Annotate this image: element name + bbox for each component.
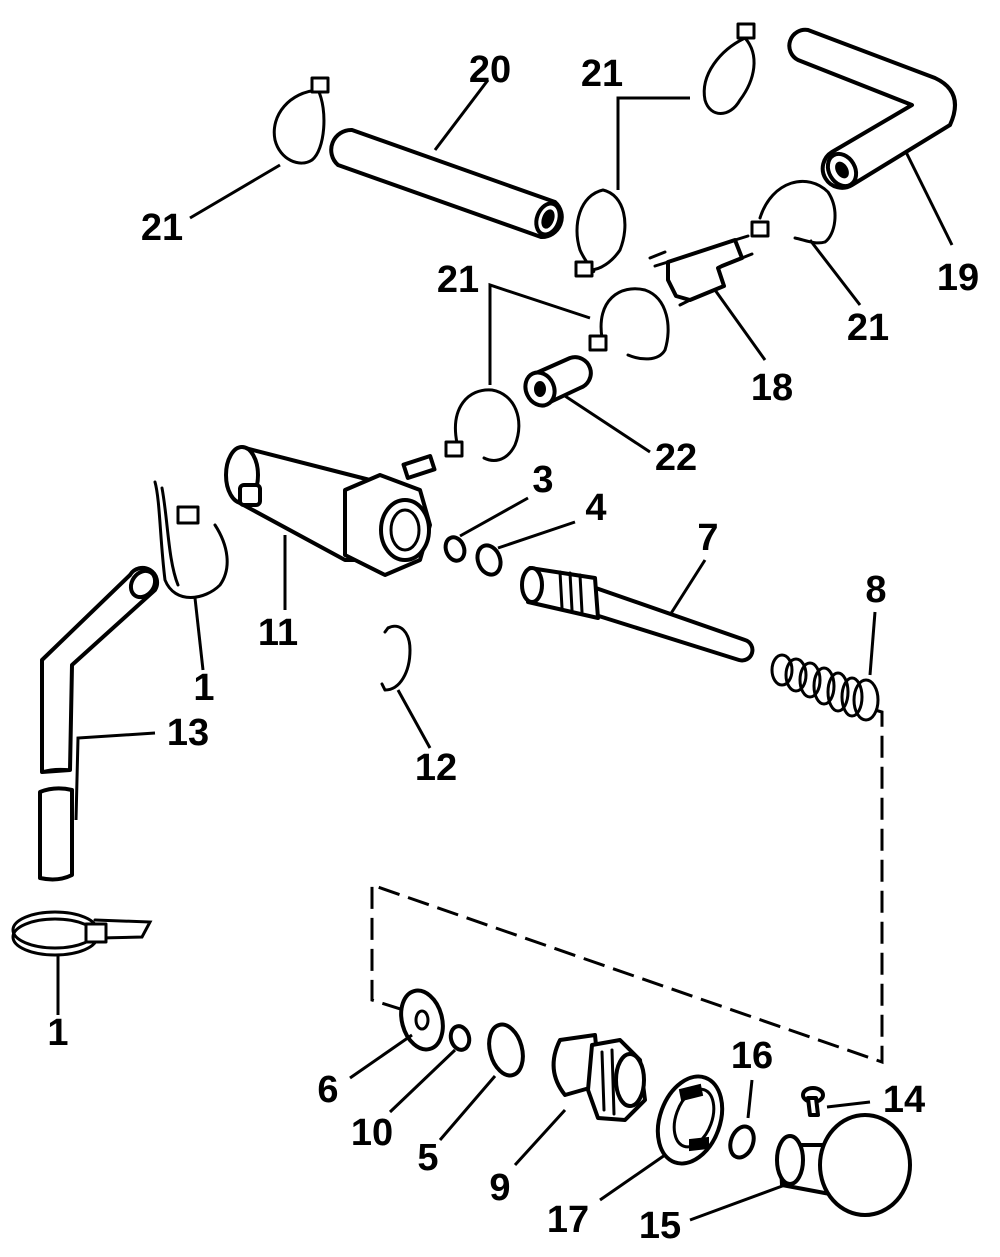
part-22-coupler (523, 355, 593, 408)
label-15: 15 (639, 1205, 681, 1247)
part-21-clamp-e (588, 287, 670, 361)
label-5: 5 (417, 1137, 438, 1179)
part-21-clamp-a (272, 76, 330, 165)
part-3-o-ring (443, 535, 467, 563)
part-19-elbow-hose (787, 27, 957, 190)
label-11: 11 (258, 612, 298, 654)
label-6: 6 (317, 1069, 338, 1111)
part-18-tee-fitting (648, 234, 754, 307)
label-20: 20 (469, 49, 511, 91)
part-21-clamp-d (750, 179, 837, 245)
assembly-dashed-line (370, 708, 884, 1065)
part-13-hose (38, 565, 160, 882)
part-20-hose (329, 127, 564, 240)
label-21-right: 21 (847, 307, 889, 349)
leader-lines (56, 79, 954, 1222)
label-7: 7 (697, 517, 718, 559)
label-10: 10 (351, 1112, 393, 1154)
label-1-upper: 1 (193, 667, 214, 709)
label-9: 9 (489, 1167, 510, 1209)
label-17: 17 (547, 1199, 589, 1241)
label-22: 22 (655, 437, 697, 479)
part-16-o-ring (728, 1124, 756, 1160)
part-4-o-ring (475, 543, 503, 577)
label-21-top: 21 (581, 53, 623, 95)
part-10-o-ring (448, 1024, 472, 1052)
part-labels: 20 21 21 19 21 21 18 22 3 4 7 8 11 12 1 … (47, 49, 979, 1247)
part-17-nut (655, 1074, 725, 1166)
label-18: 18 (751, 367, 793, 409)
part-7-shaft (520, 566, 755, 663)
label-13: 13 (167, 712, 209, 754)
part-21-clamp-b (702, 22, 756, 115)
label-14: 14 (883, 1079, 925, 1121)
label-8: 8 (865, 569, 886, 611)
part-15-knob (775, 1113, 912, 1217)
label-4: 4 (585, 487, 606, 529)
part-6-washer (399, 988, 445, 1052)
part-8-spring (770, 653, 880, 722)
part-14-screw (801, 1086, 825, 1117)
label-21-left: 21 (141, 207, 183, 249)
part-9-bulkhead-fitting (551, 1033, 647, 1122)
label-12: 12 (415, 747, 457, 789)
label-16: 16 (731, 1035, 773, 1077)
part-1-tie-upper (153, 480, 229, 599)
part-5-o-ring (487, 1022, 525, 1078)
label-21-middle: 21 (437, 259, 479, 301)
part-21-clamp-c (574, 188, 627, 278)
part-11-pump-body (224, 445, 437, 577)
part-1-tie-lower (11, 910, 153, 957)
label-3: 3 (532, 459, 553, 501)
part-12-retaining-ring (380, 624, 412, 692)
label-19: 19 (937, 257, 979, 299)
label-1-lower: 1 (47, 1012, 68, 1054)
part-21-clamp-f (444, 388, 521, 462)
